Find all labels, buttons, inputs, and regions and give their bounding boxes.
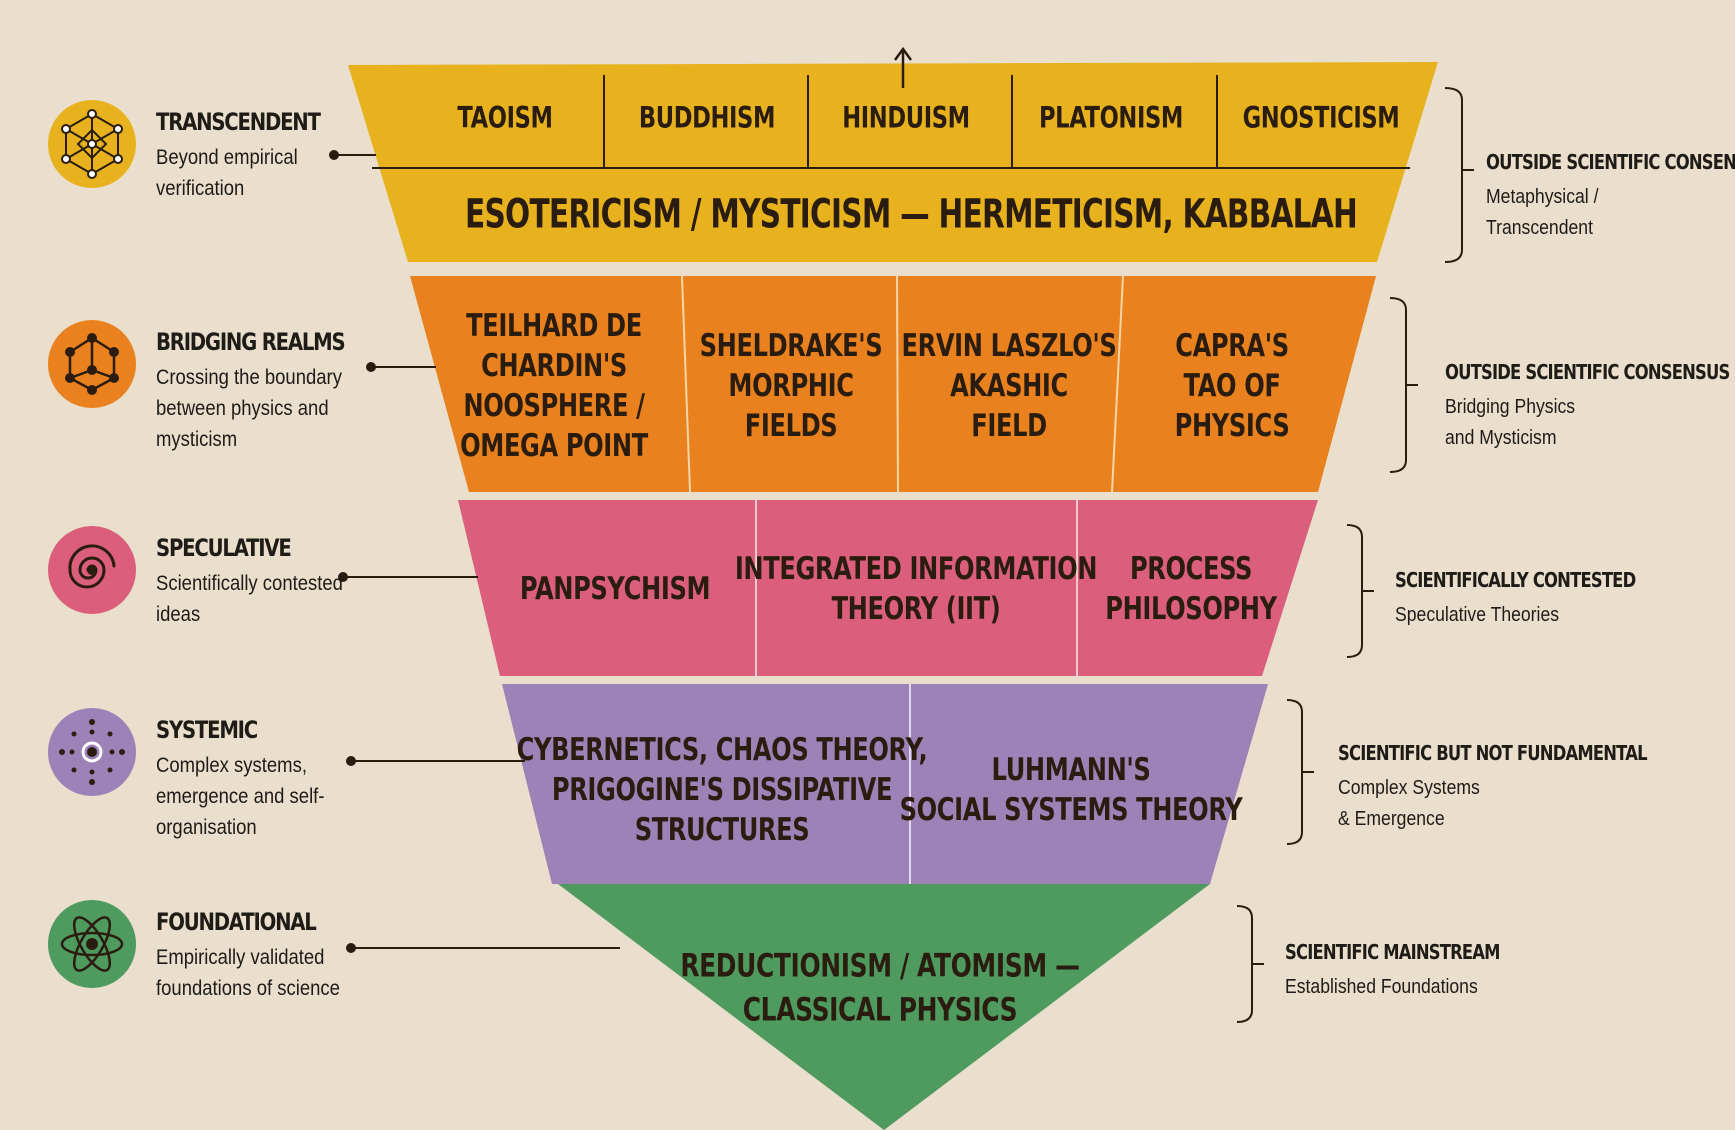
cell-hinduism: HINDUISM: [842, 102, 969, 135]
cell-gnosticism: GNOSTICISM: [1243, 102, 1400, 135]
consensus-description: Complex Systems & Emergence: [1338, 777, 1480, 830]
level-title: FOUNDATIONAL: [156, 908, 317, 936]
level-title: SYSTEMIC: [156, 716, 258, 744]
esotericism-mysticism-label: ESOTERICISM / MYSTICISM — HERMETICISM, K…: [465, 191, 1357, 238]
atom-icon: [48, 900, 136, 988]
level-title: BRIDGING REALMS: [156, 328, 346, 356]
band-bridging: [410, 276, 1376, 492]
level-title: SPECULATIVE: [156, 534, 292, 562]
consensus-description: Metaphysical / Transcendent: [1486, 186, 1599, 239]
consensus-title: SCIENTIFIC MAINSTREAM: [1285, 940, 1501, 964]
consensus-speculative: SCIENTIFICALLY CONTESTED Speculative The…: [1395, 568, 1715, 631]
consensus-transcendent: OUTSIDE SCIENTIFIC CONSENSUS Metaphysica…: [1486, 150, 1735, 244]
consensus-title: OUTSIDE SCIENTIFIC CONSENSUS: [1486, 150, 1735, 174]
band-foundational: [558, 884, 1210, 1130]
band-systemic: [502, 684, 1268, 884]
consensus-systemic: SCIENTIFIC BUT NOT FUNDAMENTAL Complex S…: [1338, 741, 1658, 835]
speculative-dividers: [755, 500, 1078, 676]
level-description: Empirically validated foundations of sci…: [156, 946, 340, 1000]
up-arrow-icon: [893, 46, 913, 88]
cell-platonism: PLATONISM: [1039, 102, 1183, 135]
consensus-description: Established Foundations: [1285, 976, 1478, 998]
band-texts: TAOISM BUDDHISM HINDUISM PLATONISM GNOSTICIS…: [457, 102, 1399, 1029]
cell-buddhism: BUDDHISM: [639, 102, 775, 135]
cybernetics-chaos-cell: CYBERNETICS, CHAOS THEORY,PRIGOGINE'S DI…: [517, 731, 928, 848]
level-description: Scientifically contested ideas: [156, 572, 343, 626]
consensus-description: Speculative Theories: [1395, 604, 1560, 626]
left-connectors: [329, 150, 620, 953]
transcendent-dividers: [372, 75, 1410, 169]
level-description: Complex systems, emergence and self-orga…: [156, 754, 325, 839]
consensus-title: OUTSIDE SCIENTIFIC CONSENSUS: [1445, 360, 1730, 384]
level-title: TRANSCENDENT: [156, 108, 321, 136]
right-brackets: [1236, 87, 1474, 1023]
lattice-icon: [48, 100, 136, 188]
consensus-title: SCIENTIFICALLY CONTESTED: [1395, 568, 1636, 592]
panpsychism-cell: PANPSYCHISM: [520, 570, 710, 607]
level-description: Beyond empirical verification: [156, 146, 298, 200]
cell-taoism: TAOISM: [457, 102, 552, 135]
band-speculative: [458, 500, 1318, 676]
bridging-dividers: [681, 275, 1124, 493]
consensus-description: Bridging Physics and Mysticism: [1445, 396, 1576, 449]
level-description: Crossing the boundary between physics an…: [156, 366, 342, 451]
band-transcendent: [348, 62, 1438, 262]
consensus-foundational: SCIENTIFIC MAINSTREAM Established Founda…: [1285, 940, 1605, 1003]
spiral-icon: [48, 526, 136, 614]
consensus-title: SCIENTIFIC BUT NOT FUNDAMENTAL: [1338, 741, 1648, 765]
reductionism-classical-physics-cell: REDUCTIONISM / ATOMISM —CLASSICAL PHYSIC…: [680, 946, 1079, 1028]
consensus-bridging: OUTSIDE SCIENTIFIC CONSENSUS Bridging Ph…: [1445, 360, 1735, 454]
dots-icon: [48, 708, 136, 796]
network-icon: [48, 320, 136, 408]
